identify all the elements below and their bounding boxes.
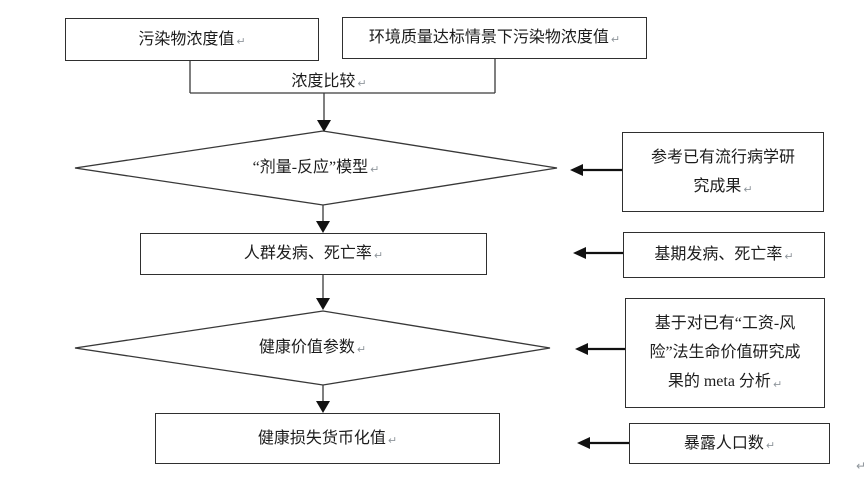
paragraph-mark-icon: ↵ — [357, 77, 367, 91]
box-population-morbidity-mortality: 人群发病、死亡率↵ — [140, 233, 487, 275]
paragraph-mark-icon: ↵ — [236, 34, 246, 48]
box-epidemiology-research-line2: 究成果↵ — [693, 172, 752, 202]
arrow-epi-to-diamond1-head — [570, 164, 583, 176]
arrow-baserate-to-rect-head — [573, 247, 586, 259]
arrow-diamond1-to-rect-head — [316, 221, 330, 233]
paragraph-mark-icon: ↵ — [856, 459, 867, 473]
paragraph-mark-icon: ↵ — [784, 250, 794, 264]
paragraph-mark-icon: ↵ — [610, 33, 621, 47]
paragraph-mark-icon: ↵ — [387, 433, 398, 447]
box-standard-scenario-concentration-label: 环境质量达标情景下污染物浓度值 — [368, 29, 609, 47]
diamond-dose-response-model-label: “剂量-反应”模型 — [252, 159, 369, 177]
arrow-join-to-diamond1-head — [317, 120, 331, 132]
box-base-period-morbidity-mortality: 基期发病、死亡率↵ — [623, 232, 825, 278]
box-epidemiology-research: 参考已有流行病学研 究成果↵ — [622, 132, 824, 212]
arrow-meta-to-diamond2-head — [575, 343, 588, 355]
box-wage-risk-meta-analysis: 基于对已有“工资-风 险”法生命价值研究成 果的 meta 分析↵ — [625, 298, 825, 408]
box-monetized-health-loss-label: 健康损失货币化值 — [257, 429, 386, 447]
box-exposed-population-label: 暴露人口数 — [683, 434, 764, 452]
label-concentration-compare-text: 浓度比较 — [291, 73, 356, 91]
paragraph-mark-icon: ↵ — [373, 249, 384, 263]
diamond-health-value-parameters-label: 健康价值参数 — [258, 339, 355, 357]
paragraph-mark-icon: ↵ — [370, 163, 380, 177]
paragraph-mark-icon: ↵ — [765, 438, 776, 452]
box-wage-risk-meta-analysis-line3-text: 果的 meta 分析 — [667, 373, 771, 390]
paragraph-mark-icon: ↵ — [743, 182, 753, 196]
arrow-rect-to-diamond2-head — [316, 298, 330, 310]
box-epidemiology-research-line2-text: 究成果 — [693, 177, 742, 195]
box-base-period-morbidity-mortality-label: 基期发病、死亡率 — [654, 246, 783, 264]
label-concentration-compare: 浓度比较↵ — [281, 72, 377, 92]
box-wage-risk-meta-analysis-line2: 险”法生命价值研究成 — [649, 344, 801, 361]
box-exposed-population: 暴露人口数↵ — [629, 423, 830, 464]
diamond-dose-response-shape — [74, 130, 558, 206]
diamond-health-value-parameters: 健康价值参数↵ — [75, 311, 550, 385]
box-epidemiology-research-line1: 参考已有流行病学研 — [650, 148, 795, 166]
box-wage-risk-meta-analysis-line1: 基于对已有“工资-风 — [654, 315, 796, 332]
diamond-dose-response-model: “剂量-反应”模型↵ — [75, 131, 557, 205]
arrow-population-to-rect-head — [577, 437, 590, 449]
box-pollutant-concentration: 污染物浓度值↵ — [65, 18, 319, 61]
box-wage-risk-meta-analysis-line3: 果的 meta 分析↵ — [668, 367, 782, 397]
diamond-health-value-shape — [74, 310, 551, 386]
arrow-diamond2-to-rect-head — [316, 401, 330, 413]
paragraph-mark-icon: ↵ — [772, 378, 783, 391]
box-standard-scenario-concentration: 环境质量达标情景下污染物浓度值↵ — [342, 17, 647, 59]
box-monetized-health-loss: 健康损失货币化值↵ — [155, 413, 500, 464]
box-pollutant-concentration-label: 污染物浓度值 — [138, 30, 235, 48]
paragraph-mark-icon: ↵ — [356, 343, 367, 357]
box-population-morbidity-mortality-label: 人群发病、死亡率 — [243, 245, 372, 263]
